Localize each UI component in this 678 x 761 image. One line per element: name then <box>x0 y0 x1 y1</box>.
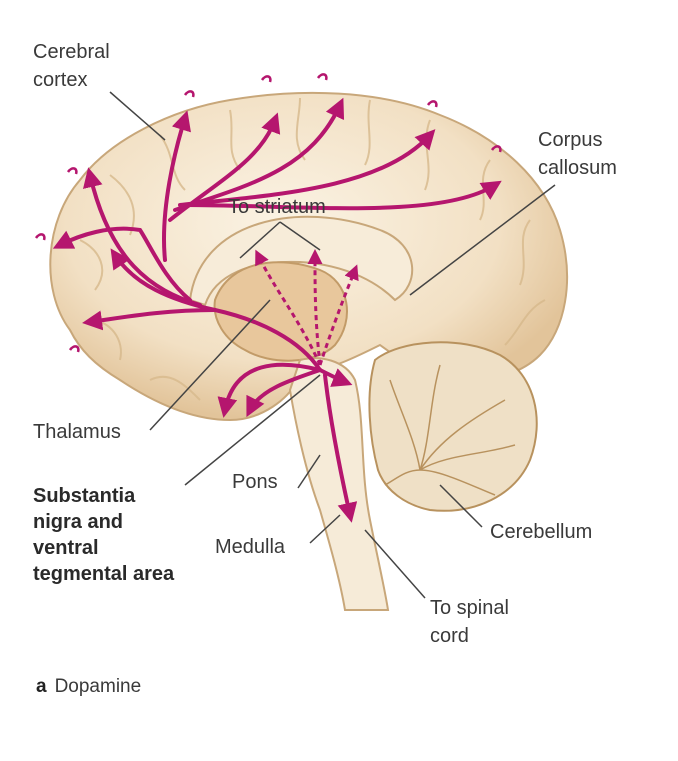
label-corpus: Corpus <box>538 129 603 151</box>
cerebellum-shape <box>368 341 538 512</box>
thalamus-shape <box>213 261 348 362</box>
caption-text: Dopamine <box>54 676 142 697</box>
label-cortex: cortex <box>33 69 88 91</box>
label-callosum: callosum <box>538 157 617 179</box>
leader-lines <box>109 91 556 599</box>
label-substantia-1: Substantia <box>33 485 136 507</box>
cerebellum-arbor <box>384 364 516 496</box>
label-substantia-3: ventral <box>33 537 99 559</box>
label-thalamus: Thalamus <box>33 421 121 443</box>
striatal-pathways <box>255 249 359 366</box>
label-to-striatum: To striatum <box>228 196 326 218</box>
label-cerebral: Cerebral <box>33 41 110 63</box>
label-substantia-4: tegmental area <box>33 563 175 585</box>
label-medulla: Medulla <box>215 536 286 558</box>
dopamine-pathways <box>52 97 502 523</box>
label-substantia-2: nigra and <box>33 511 124 533</box>
label-cerebellum: Cerebellum <box>490 521 593 543</box>
figure-caption: a Dopamine <box>36 676 141 698</box>
caption-letter: a <box>36 676 47 697</box>
brainstem-shape <box>288 357 390 611</box>
label-pons: Pons <box>232 471 278 493</box>
label-cord: cord <box>430 625 469 647</box>
label-to-spinal: To spinal <box>430 597 509 619</box>
release-symbols <box>34 73 502 353</box>
